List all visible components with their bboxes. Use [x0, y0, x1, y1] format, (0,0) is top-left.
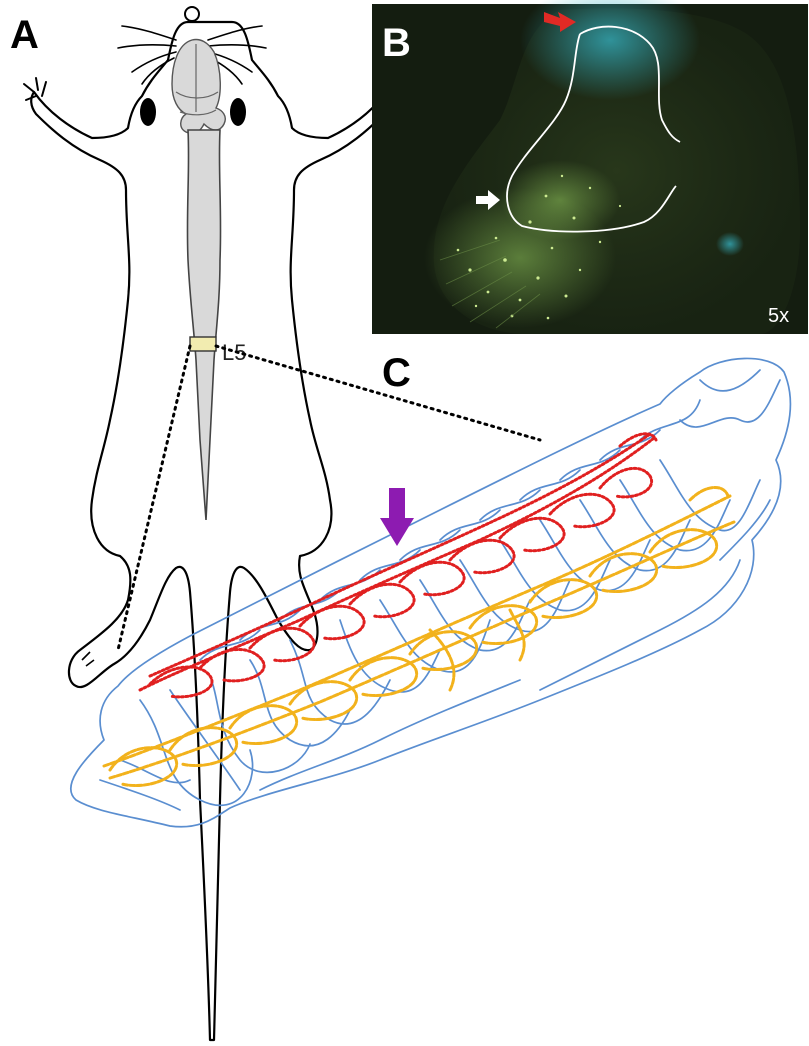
left-ear — [140, 98, 156, 126]
panel-c-letter: C — [382, 351, 411, 395]
l5-segment-marker — [190, 337, 216, 351]
panel-b-letter: B — [382, 21, 411, 65]
cyan-spot — [716, 232, 744, 256]
spinal-cord — [187, 130, 220, 520]
right-ear — [230, 98, 246, 126]
magnification-label: 5x — [768, 305, 789, 327]
panel-c: C — [71, 351, 791, 827]
brain — [172, 40, 225, 134]
nose-tip — [185, 7, 199, 21]
hind-paw — [82, 652, 94, 666]
panel-b-micrograph: B 5x — [372, 0, 808, 334]
panel-a-letter: A — [10, 13, 39, 57]
